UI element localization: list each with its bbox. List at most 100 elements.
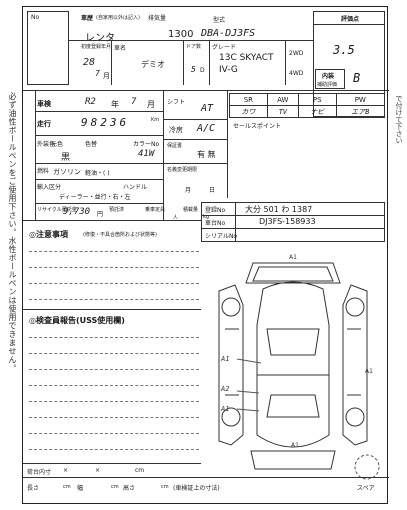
corner-box: No <box>27 11 69 85</box>
recycle-value: 9,730 <box>63 207 91 217</box>
inspection-month: 7 <box>131 97 137 107</box>
original-color-label: 元色 <box>51 141 64 148</box>
plate-label: 登録No <box>205 207 226 214</box>
import-label: 輸入区分 <box>37 184 62 191</box>
first-reg-label: 初度登録年月 <box>81 44 112 50</box>
seating-label: 乗車定員 <box>145 207 166 213</box>
height-unit: cm <box>161 484 169 490</box>
grade-line2: IV-G <box>219 65 238 75</box>
interior-sub: 補助評価 <box>317 82 338 88</box>
platform-times1: × <box>63 467 69 474</box>
equip-value-kawa: カワ <box>229 105 268 118</box>
diagram-label-left1: A1 <box>220 355 229 363</box>
diagram-label-bottom: A1 <box>291 442 299 449</box>
width-unit: cm <box>111 484 119 490</box>
ac-value: A/C <box>197 123 216 134</box>
length-label: 長さ <box>27 485 40 492</box>
inspection-era: R2 <box>85 97 96 107</box>
seating-unit: 人 <box>173 215 179 221</box>
recycle-unit: 円 <box>97 211 104 218</box>
spare-label: スペア <box>357 485 375 492</box>
inspection-label: 車検 <box>37 100 51 108</box>
length-unit: cm <box>63 484 71 490</box>
caution-title: ◎注意事項 <box>29 230 68 239</box>
fuel-value: ガソリン <box>53 168 81 176</box>
load-label: 積載量 <box>183 207 199 213</box>
exterior-label: 外装色 <box>37 141 56 148</box>
model-value: DBA-DJ3FS <box>201 28 256 39</box>
first-reg-year: 28 <box>83 57 96 68</box>
chassis-label: 車台No <box>205 220 226 227</box>
platform-times2: × <box>95 467 101 474</box>
mileage-label: 走行 <box>37 120 51 128</box>
caution-sub: (修復・不具合箇所および状態等) <box>83 232 157 238</box>
fuel-note: 軽油・( ) <box>85 170 110 177</box>
grade-label: グレード <box>212 44 237 51</box>
name-change-label: 名義変更期限 <box>167 167 198 173</box>
fuel-label: 燃料 <box>37 168 50 175</box>
doors-unit: D <box>200 67 205 74</box>
diagram-label-right: A1 <box>365 368 373 375</box>
sales-point-label: セールスポイント <box>233 123 282 130</box>
doors-label: ドア数 <box>186 44 202 50</box>
load-unit: kg <box>203 214 210 220</box>
car-damage-diagram: A1 A1 A2 A1 A1 A1 <box>218 254 373 470</box>
name-change-month: 月 <box>185 187 192 194</box>
height-label: 高さ <box>123 485 136 492</box>
inspection-title: ◎検査員報告(USS使用欄) <box>29 316 125 325</box>
vehicle-history-sub: (自家用以外は記入) <box>96 15 140 21</box>
margin-note-left: 必ず油性ボールペンをご使用下さい。水性ボールペンは使用できません。 <box>8 92 17 373</box>
ac-label: 冷房 <box>169 126 183 134</box>
recycle-status: 預託済 <box>109 207 125 213</box>
color-no-label: カラーNo <box>133 141 160 148</box>
shift-label: シフト <box>167 99 186 106</box>
handle-label: ハンドル <box>123 184 148 191</box>
mileage-unit: Km <box>151 117 160 123</box>
displacement-label: 排気量 <box>148 15 167 22</box>
diagram-label-top: A1 <box>289 254 297 261</box>
doors-value: 5 <box>191 65 196 74</box>
platform-unit: cm <box>135 467 145 474</box>
platform-label: 荷台内寸 <box>27 469 52 476</box>
serial-label: シリアルNo <box>205 233 238 240</box>
score-value: 3.5 <box>333 43 355 57</box>
equip-value-airbag: エアB <box>335 105 386 118</box>
car-name-label: 車名 <box>114 45 127 52</box>
drive-2wd: 2WD <box>289 50 304 57</box>
margin-note-right: で付けて下さい <box>395 95 403 144</box>
registration-box <box>201 202 385 242</box>
equipment-grid: SR AW PS PW カワ TV ナビ エアB <box>229 93 386 118</box>
mileage-value: 98236 <box>81 116 130 129</box>
score-label: 評価点 <box>341 16 360 23</box>
first-reg-month: 7 <box>95 69 100 78</box>
inspection-year-unit: 年 <box>111 100 119 109</box>
displacement-value: 1300 <box>168 29 194 40</box>
equip-header-ps: PS <box>297 93 337 106</box>
dimension-note: (車検証上の寸法) <box>173 485 220 492</box>
warranty-label: 保証書 <box>167 143 183 149</box>
diagram-label-left2: A2 <box>220 385 229 393</box>
vehicle-history-value: レンタ <box>85 33 115 44</box>
width-label: 幅 <box>77 485 84 492</box>
model-label: 型式 <box>213 17 226 24</box>
grade-line1: 13C SKYACT <box>219 53 274 63</box>
interior-label-box: 内装 補助評価 <box>315 69 345 89</box>
color-label: 色替 <box>85 141 98 148</box>
equip-header-pw: PW <box>335 93 386 106</box>
drive-4wd: 4WD <box>289 70 304 77</box>
interior-value: B <box>353 71 361 85</box>
equip-header-aw: AW <box>266 93 299 106</box>
warranty-value: 有 無 <box>197 150 216 159</box>
first-reg-unit: 月 <box>103 72 110 80</box>
shift-value: AT <box>201 103 214 114</box>
recycle-label: リサイクル預託金 <box>37 207 77 213</box>
equip-header-sr: SR <box>229 93 268 106</box>
auction-sheet: No 車歴 (自家用以外は記入) レンタ 排気量 1300 型式 DBA-DJ3… <box>22 6 389 504</box>
plate-value: 大分 501 わ 1387 <box>245 205 313 214</box>
equip-value-navi: ナビ <box>297 105 337 118</box>
import-value: ディーラー・並行・右・左 <box>59 194 131 201</box>
corner-mark: No <box>31 14 40 21</box>
vehicle-history-label: 車歴 <box>81 15 94 22</box>
inspection-month-unit: 月 <box>147 100 155 109</box>
interior-label: 内装 <box>322 73 335 80</box>
